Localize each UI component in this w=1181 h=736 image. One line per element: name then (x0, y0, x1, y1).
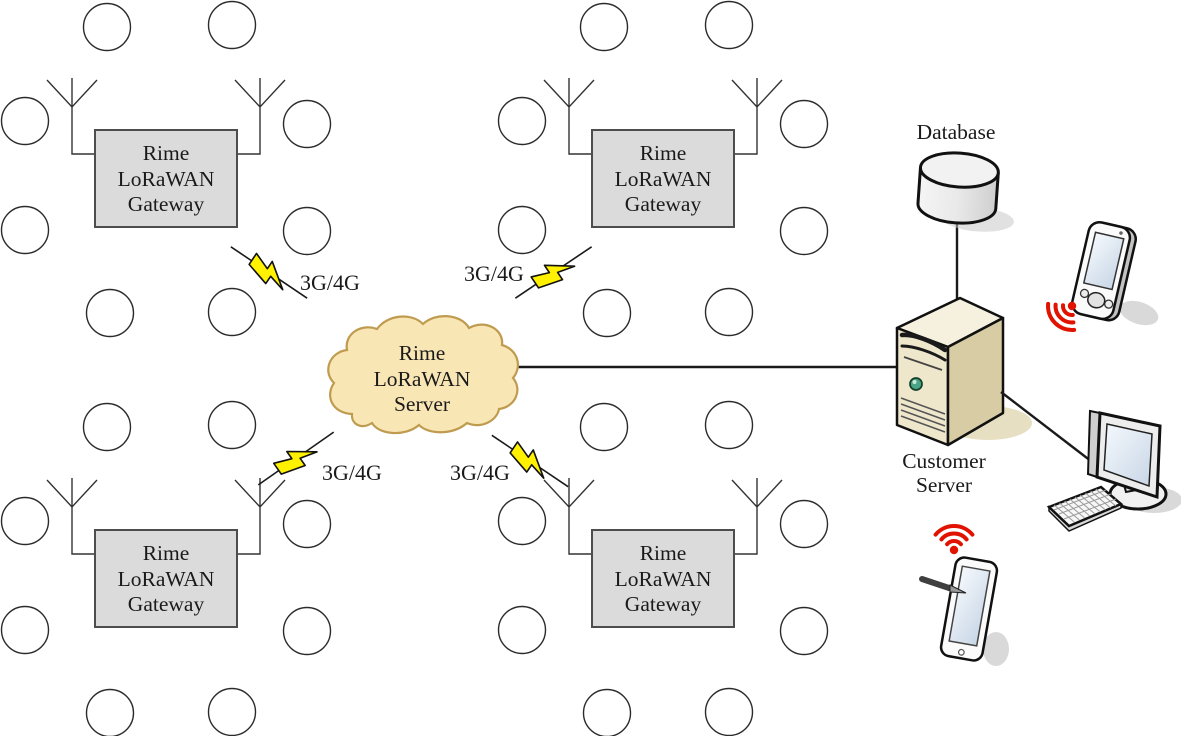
sensor-node (497, 496, 547, 546)
link-label: 3G/4G (322, 460, 382, 485)
gateway-box (94, 529, 238, 628)
sensor-node (85, 288, 135, 338)
sensor-node (0, 605, 50, 655)
sensor-node (582, 688, 632, 736)
keyboard-keys (1053, 488, 1117, 523)
tablet-icon (919, 556, 1009, 666)
tablet-shadow (983, 632, 1009, 666)
monitor-screen (1103, 423, 1153, 488)
drive-slot (899, 332, 948, 353)
sensor-node (582, 288, 632, 338)
antenna-icon (543, 477, 595, 555)
pda-button (1079, 288, 1090, 299)
sensor-node (282, 206, 332, 256)
antenna-icon (731, 77, 783, 155)
sensor-node (704, 400, 754, 450)
sensor-node (579, 2, 629, 52)
sensor-node (779, 206, 829, 256)
sensor-node (82, 402, 132, 452)
vent-lines (900, 397, 946, 433)
gateway-box (591, 529, 735, 628)
drive-slot (900, 344, 947, 362)
antenna-icon (234, 77, 286, 155)
power-button (909, 377, 923, 391)
pda-icon (1070, 220, 1159, 326)
sensor-node (579, 402, 629, 452)
database-label: Database (917, 120, 996, 144)
server-cloud (327, 315, 519, 435)
sensor-node (779, 499, 829, 549)
stylus-icon (919, 576, 967, 594)
pda-button (1087, 291, 1106, 309)
sensor-node (497, 205, 547, 255)
sensor-node (704, 687, 754, 736)
customer-server-icon (895, 296, 1032, 447)
pda-screen (1082, 231, 1125, 291)
gateway-box (591, 129, 735, 228)
sensor-node (704, 0, 754, 50)
link-label: 3G/4G (464, 261, 524, 286)
sensor-node (704, 287, 754, 337)
pda-shadow (1119, 300, 1159, 326)
sensor-node (85, 688, 135, 736)
sensor-node (207, 400, 257, 450)
sensor-node (497, 605, 547, 655)
sensor-node (779, 606, 829, 656)
antenna-icon (234, 477, 286, 555)
antenna-icon (46, 77, 98, 155)
wireless-signal-icon (933, 524, 975, 557)
link-label: 3G/4G (450, 460, 510, 485)
sensor-node (282, 606, 332, 656)
link-label: 3G/4G (300, 270, 360, 295)
database-icon (916, 151, 1014, 232)
sensor-node (497, 96, 547, 146)
sensor-node (282, 99, 332, 149)
antenna-icon (731, 477, 783, 555)
sensor-node (207, 687, 257, 736)
server-desktop-line (1000, 391, 1101, 469)
sensor-node (207, 0, 257, 50)
sensor-node (207, 287, 257, 337)
sensor-node (0, 496, 50, 546)
sensor-node (779, 99, 829, 149)
tablet-screen (948, 565, 991, 647)
sensor-node (282, 499, 332, 549)
gateway-box (94, 129, 238, 228)
monitor-and-keyboard-icon (1046, 409, 1181, 532)
antenna-icon (46, 477, 98, 555)
antenna-icon (543, 77, 595, 155)
sensor-node (0, 96, 50, 146)
sensor-node (82, 2, 132, 52)
sensor-node (0, 205, 50, 255)
home-button (957, 648, 965, 656)
